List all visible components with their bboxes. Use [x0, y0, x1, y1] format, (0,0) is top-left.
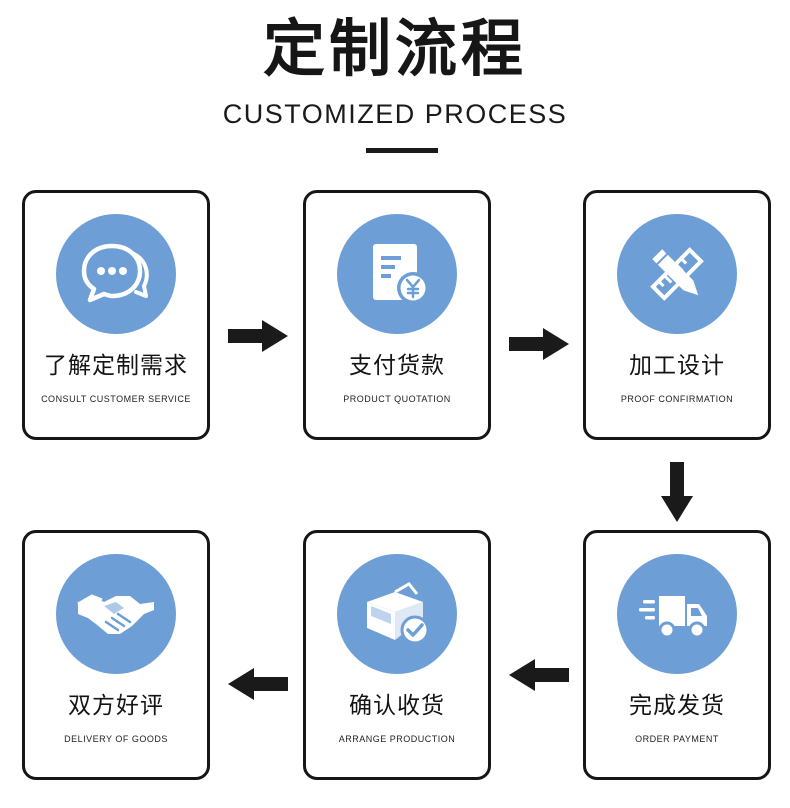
- step-sublabel: ARRANGE PRODUCTION: [338, 734, 456, 744]
- step-icon-circle: [617, 214, 737, 334]
- step-label: 确认收货: [349, 693, 445, 719]
- step-card-consult: 了解定制需求 CONSULT CUSTOMER SERVICE: [22, 190, 210, 440]
- step-icon-circle: [337, 554, 457, 674]
- step-sublabel: DELIVERY OF GOODS: [64, 734, 168, 744]
- step-card-review: 双方好评 DELIVERY OF GOODS: [22, 530, 210, 780]
- step-sublabel: ORDER PAYMENT: [635, 734, 719, 744]
- step-card-shipping: 完成发货 ORDER PAYMENT: [583, 530, 771, 780]
- step-label: 双方好评: [68, 693, 164, 719]
- step-card-design: 加工设计 PROOF CONFIRMATION: [583, 190, 771, 440]
- pencil-ruler-icon: [650, 247, 704, 301]
- invoice-yuan-icon: [373, 244, 429, 304]
- step-icon-circle: [56, 214, 176, 334]
- step-label: 完成发货: [629, 693, 725, 719]
- arrow-left-icon: [228, 668, 288, 700]
- page-title: 定制流程: [262, 12, 527, 85]
- step-label: 了解定制需求: [44, 353, 188, 379]
- step-sublabel: PRODUCT QUOTATION: [343, 394, 451, 404]
- title-underline: [366, 148, 438, 153]
- box-check-icon: [367, 582, 430, 645]
- step-sublabel: PROOF CONFIRMATION: [620, 394, 734, 404]
- step-sublabel: CONSULT CUSTOMER SERVICE: [41, 394, 191, 404]
- page-subtitle: CUSTOMIZED PROCESS: [222, 99, 568, 129]
- step-icon-circle: [617, 554, 737, 674]
- arrow-right-icon: [509, 328, 569, 360]
- delivery-truck-icon: [639, 596, 707, 639]
- step-card-payment: 支付货款 PRODUCT QUOTATION: [303, 190, 491, 440]
- arrow-down-icon: [661, 462, 693, 522]
- step-card-receipt: 确认收货 ARRANGE PRODUCTION: [303, 530, 491, 780]
- step-label: 加工设计: [629, 353, 725, 379]
- step-icon-circle: [56, 554, 176, 674]
- chat-bubbles-icon: [81, 243, 149, 303]
- arrow-left-icon: [509, 659, 569, 691]
- handshake-icon: [77, 594, 154, 634]
- arrow-right-icon: [228, 320, 288, 352]
- step-label: 支付货款: [349, 353, 445, 379]
- step-icon-circle: [337, 214, 457, 334]
